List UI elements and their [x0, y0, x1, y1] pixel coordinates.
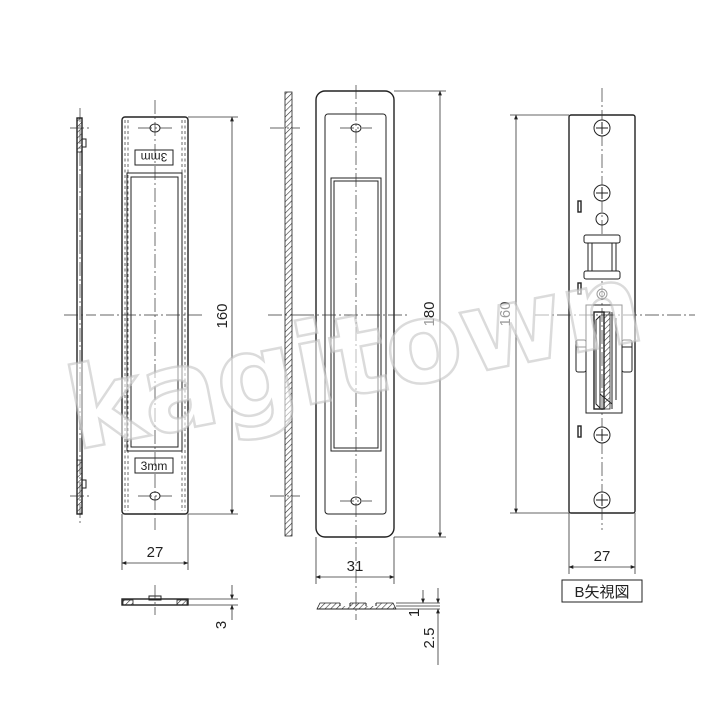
- dim-cover-width: 31: [315, 537, 395, 584]
- cover-plate-view: [300, 85, 410, 590]
- dim-text-27-b: 27: [594, 548, 611, 565]
- roller: [583, 234, 621, 280]
- dim-text-160-front: 160: [214, 303, 231, 328]
- b-arrow-view: [535, 88, 695, 530]
- dim-text-1: 1: [406, 609, 423, 617]
- dim-cover-height: 180: [394, 90, 446, 538]
- b-view-caption-text: B矢視図: [574, 584, 629, 601]
- watermark-text: kagitown: [56, 238, 652, 477]
- screw-icon: [593, 119, 611, 137]
- dim-text-180: 180: [421, 301, 438, 326]
- label-3mm-top: 3mm: [141, 150, 168, 164]
- screw-icon: [593, 184, 611, 202]
- b-view-caption: B矢視図: [561, 579, 643, 603]
- dim-front-width: 27: [121, 514, 189, 570]
- dim-front-height: 160: [188, 116, 238, 515]
- dim-b-width: 27: [568, 513, 636, 574]
- label-3mm-bottom: 3mm: [141, 459, 168, 473]
- dim-text-31: 31: [347, 558, 364, 575]
- cover-side-profile: [268, 91, 300, 537]
- dim-text-27-front: 27: [147, 544, 164, 561]
- screw-icon: [593, 426, 611, 444]
- latch-mechanism: [575, 304, 633, 414]
- cover-bottom-profile: 1 2.5: [316, 588, 440, 665]
- dim-b-height: 160: [497, 114, 569, 514]
- dim-text-160-b: 160: [497, 301, 514, 326]
- screw-icon: [593, 491, 611, 509]
- front-plate-view: 3mm 3mm: [100, 100, 205, 530]
- dim-text-2-5: 2.5: [421, 628, 438, 649]
- dim-text-3: 3: [213, 621, 230, 629]
- plate-bottom-profile: 3: [121, 585, 238, 629]
- plate-side-profile: [64, 108, 96, 525]
